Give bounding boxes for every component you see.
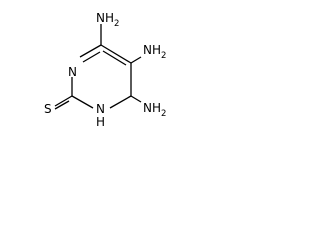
atom-label-amine-bottom-h: H xyxy=(152,101,161,115)
atom-label-amine-bottom: N xyxy=(143,101,152,115)
bond-c4-c5-inner xyxy=(102,50,127,66)
atom-label-ring-n: N xyxy=(68,65,77,79)
atom-subscript-amine-top: 2 xyxy=(114,19,119,29)
atom-label-sulfur: S xyxy=(44,102,52,116)
atom-label-amine-top: N xyxy=(96,11,105,25)
bond-c4-c5 xyxy=(100,44,132,64)
atom-subscript-amine-right: 2 xyxy=(161,51,166,61)
bond-n3-c4-inner xyxy=(82,51,101,63)
bond-n1-c2 xyxy=(71,95,94,109)
atom-label-ring-nh: N xyxy=(96,102,105,116)
molecule-diagram: N H 2 N H 2 N H 2 N N H S xyxy=(44,11,166,129)
bond-c5-nh2 xyxy=(130,56,142,64)
atom-label-ring-nh-h: H xyxy=(96,115,105,129)
bond-c2-s-inner xyxy=(54,100,70,110)
bond-c6-nh2 xyxy=(130,95,142,103)
atom-label-amine-right: N xyxy=(143,43,152,57)
bond-c6-n1 xyxy=(109,95,132,109)
bond-c2-s xyxy=(54,95,73,107)
bond-group xyxy=(54,24,142,110)
atom-label-amine-right-h: H xyxy=(152,43,161,57)
atom-subscript-amine-bottom: 2 xyxy=(161,109,166,119)
bond-n3-c4 xyxy=(79,44,102,58)
atom-label-amine-top-h: H xyxy=(105,11,114,25)
